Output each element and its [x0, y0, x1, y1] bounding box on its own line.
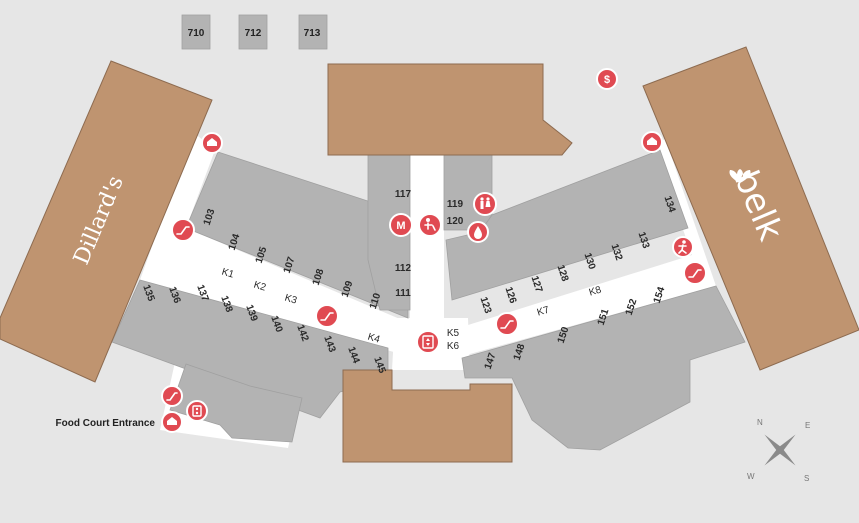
kiosk-label-k3: K3	[283, 293, 298, 307]
water-fountain-icon[interactable]	[467, 221, 489, 243]
mall-office-icon[interactable]: M	[389, 213, 413, 237]
store-block-east-upper[interactable]	[445, 149, 689, 301]
corridor-north	[410, 150, 444, 350]
family-restroom-icon[interactable]	[418, 213, 442, 237]
unit-label-117: 117	[395, 189, 412, 200]
compass-west: W	[747, 472, 755, 481]
emergency-exit-icon[interactable]	[672, 236, 694, 258]
unit-label-120: 120	[447, 216, 464, 227]
unit-label-105: 105	[254, 245, 270, 265]
unit-label-713: 713	[304, 28, 321, 39]
store-block-food-court[interactable]	[169, 363, 303, 443]
mall-entrance-icon[interactable]	[641, 131, 663, 153]
unit-label-126: 126	[503, 286, 519, 306]
kiosk-label-k1: K1	[220, 267, 235, 281]
unit-label-130: 130	[582, 252, 598, 272]
unit-label-109: 109	[340, 279, 356, 299]
food-court-entrance-label: Food Court Entrance	[56, 418, 156, 429]
unit-label-150: 150	[556, 325, 572, 345]
unit-label-104: 104	[227, 232, 243, 252]
kiosk-label-k8: K8	[588, 284, 603, 298]
anchor-belk[interactable]	[642, 46, 859, 371]
unit-label-128: 128	[555, 264, 571, 284]
corridor-west	[140, 132, 414, 356]
kiosk-label-k6: K6	[447, 341, 460, 352]
belk-leaf-icon	[729, 169, 751, 183]
kiosk-label-k5: K5	[447, 328, 460, 339]
compass-star-icon	[764, 434, 796, 466]
escalator-icon[interactable]	[495, 312, 519, 336]
restrooms-icon[interactable]	[473, 192, 497, 216]
escalator-icon[interactable]	[315, 304, 339, 328]
unit-label-103: 103	[202, 207, 218, 227]
compass-east: E	[805, 421, 810, 430]
anchors	[0, 46, 859, 463]
anchor-south[interactable]	[342, 369, 513, 463]
kiosk-label-k7: K7	[536, 304, 551, 318]
elevator-icon[interactable]	[186, 400, 208, 422]
amenities: $ M	[161, 68, 707, 433]
atm-symbol: $	[604, 74, 610, 86]
corridor-east	[452, 138, 716, 357]
unit-label-107: 107	[282, 255, 298, 275]
store-block-east-lower[interactable]	[461, 285, 746, 451]
anchor-dillards[interactable]	[0, 60, 213, 383]
kiosk-label-k2: K2	[252, 280, 267, 294]
unit-label-148: 148	[512, 342, 528, 362]
compass-south: S	[804, 474, 809, 483]
unit-label-112: 112	[395, 263, 412, 274]
unit-label-127: 127	[529, 275, 545, 295]
unit-labels: 117 119 120 112 111 103 104 105 107 108 …	[140, 189, 677, 375]
unit-label-152: 152	[624, 297, 640, 317]
mall-entrance-icon[interactable]	[201, 132, 223, 154]
unit-label-119: 119	[447, 199, 464, 210]
elevator-icon[interactable]	[416, 330, 440, 354]
anchor-north[interactable]	[327, 63, 573, 156]
unit-label-134: 134	[662, 195, 678, 215]
compass-rose: N E S W	[747, 418, 810, 483]
escalator-icon[interactable]	[161, 385, 183, 407]
unit-label-710: 710	[188, 28, 205, 39]
store-710[interactable]	[181, 14, 211, 50]
store-blocks	[111, 149, 746, 451]
unit-label-154: 154	[652, 285, 668, 305]
unit-label-111: 111	[395, 288, 411, 299]
escalator-icon[interactable]	[171, 218, 195, 242]
mall-entrance-icon[interactable]	[161, 411, 183, 433]
unit-label-110: 110	[368, 291, 384, 310]
kiosk-labels: K1 K2 K3 K4 K5 K6 K7 K8	[220, 267, 603, 352]
compass-north: N	[757, 418, 763, 427]
store-713[interactable]	[298, 14, 328, 50]
annex-stores: 710 712 713	[181, 14, 328, 50]
unit-label-108: 108	[311, 267, 327, 287]
store-712[interactable]	[238, 14, 268, 50]
unit-label-151: 151	[596, 307, 612, 327]
escalator-icon[interactable]	[683, 261, 707, 285]
unit-label-147: 147	[483, 351, 499, 371]
unit-label-123: 123	[478, 296, 494, 316]
unit-label-133: 133	[636, 231, 652, 251]
unit-label-712: 712	[245, 28, 262, 39]
unit-label-132: 132	[609, 243, 625, 263]
atm-icon[interactable]: $	[596, 68, 618, 90]
kiosk-label-k4: K4	[366, 332, 381, 346]
mall-office-symbol: M	[396, 220, 405, 232]
